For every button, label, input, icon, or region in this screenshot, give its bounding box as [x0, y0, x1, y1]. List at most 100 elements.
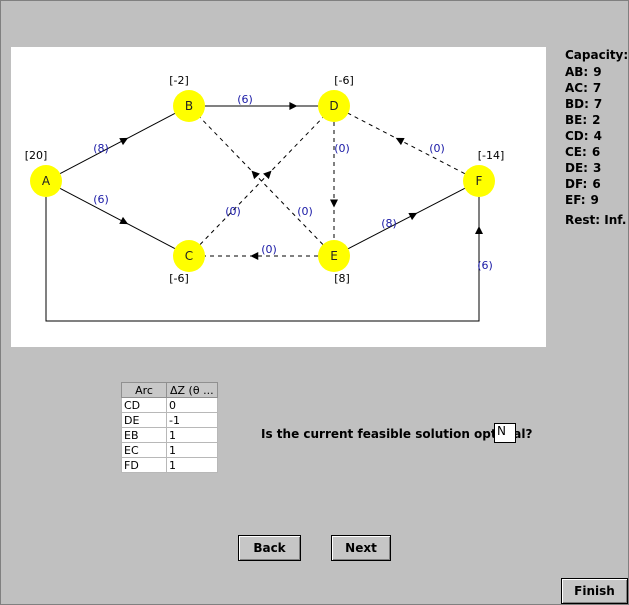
edge-arrow-d-e: [330, 199, 338, 208]
node-supply-f: [-14]: [478, 149, 505, 162]
edge-flow-label-b-d: (6): [237, 93, 253, 106]
edge-arrow-e-f: [408, 212, 418, 221]
next-button[interactable]: Next: [331, 535, 391, 561]
capacity-arc-label: CD:: [565, 129, 589, 143]
delta-z-cell: -1: [166, 412, 218, 428]
node-c[interactable]: [173, 240, 205, 272]
node-f[interactable]: [463, 165, 495, 197]
edge-flow-label-a-b: (8): [93, 142, 109, 155]
node-e[interactable]: [318, 240, 350, 272]
arc-cell: DE: [121, 412, 167, 428]
edge-arrow-f-d: [395, 137, 405, 146]
capacity-arc-label: BE:: [565, 113, 588, 127]
edge-flow-label-d-e: (0): [334, 142, 350, 155]
network-graph-panel: (8)(6)(6)(0)(0)(0)(0)(8)(0)(6)A[20]B[-2]…: [11, 47, 546, 347]
column-header-delta-z[interactable]: ΔZ (θ ...: [166, 382, 218, 398]
capacity-rest: Rest: Inf.: [565, 212, 628, 228]
capacity-value: 2: [592, 113, 601, 127]
node-b[interactable]: [173, 90, 205, 122]
edge-flow-label-e-c: (0): [261, 243, 277, 256]
delta-z-cell: 1: [166, 427, 218, 443]
edge-f-d: [347, 112, 466, 175]
capacity-row-ce: CE: 6: [565, 144, 628, 160]
edge-arrow-a-f: [475, 226, 483, 234]
capacity-row-ac: AC:7: [565, 80, 628, 96]
node-a[interactable]: [30, 165, 62, 197]
node-supply-e: [8]: [334, 272, 350, 285]
back-button[interactable]: Back: [238, 535, 301, 561]
edge-e-f: [347, 187, 466, 250]
node-d[interactable]: [318, 90, 350, 122]
optimality-question: Is the current feasible solution optimal…: [261, 427, 533, 441]
node-label-f: F: [476, 174, 483, 188]
edge-flow-label-a-c: (6): [93, 193, 109, 206]
capacity-value: 9: [590, 193, 599, 207]
delta-z-cell: 1: [166, 457, 218, 473]
capacity-value: 7: [593, 97, 603, 111]
capacity-value: 9: [593, 65, 602, 79]
capacity-row-bd: BD: 7: [565, 96, 628, 112]
capacity-arc-label: DE:: [565, 161, 588, 175]
table-row[interactable]: DE-1: [121, 412, 218, 428]
edge-a-b: [59, 112, 176, 175]
edge-a-f: [45, 197, 480, 322]
capacity-arc-label: EF:: [565, 193, 586, 207]
capacity-arc-label: CE:: [565, 145, 587, 159]
capacity-row-df: DF: 6: [565, 176, 628, 192]
finish-button[interactable]: Finish: [561, 578, 628, 604]
capacity-arc-label: DF:: [565, 177, 588, 191]
capacity-row-de: DE: 3: [565, 160, 628, 176]
table-header-row: Arc ΔZ (θ ...: [121, 382, 218, 398]
edge-flow-label-c-d: (0): [225, 205, 241, 218]
capacity-row-be: BE: 2: [565, 112, 628, 128]
capacity-value: 3: [592, 161, 602, 175]
edge-arrow-e-b: [251, 170, 260, 180]
capacity-row-cd: CD: 4: [565, 128, 628, 144]
optimality-answer-field[interactable]: N: [494, 423, 516, 443]
edge-arrow-c-d: [263, 170, 272, 180]
node-label-d: D: [329, 99, 338, 113]
capacity-arc-label: BD:: [565, 97, 589, 111]
edge-flow-label-e-b: (0): [297, 205, 313, 218]
node-supply-d: [-6]: [334, 74, 354, 87]
capacity-rest-label: Rest:: [565, 213, 601, 227]
capacity-arc-label: AB:: [565, 65, 589, 79]
node-label-a: A: [42, 174, 51, 188]
capacity-row-ab: AB: 9: [565, 64, 628, 80]
node-supply-b: [-2]: [169, 74, 189, 87]
edge-c-d: [199, 117, 324, 245]
arc-cell: EB: [121, 427, 167, 443]
capacity-row-ef: EF: 9: [565, 192, 628, 208]
edge-arrow-a-c: [119, 216, 129, 225]
capacity-title: Capacity:: [565, 48, 629, 62]
edge-flow-label-e-f: (8): [381, 217, 397, 230]
edge-arrow-b-d: [289, 102, 298, 110]
network-graph: (8)(6)(6)(0)(0)(0)(0)(8)(0)(6)A[20]B[-2]…: [25, 74, 505, 322]
column-header-arc[interactable]: Arc: [121, 382, 167, 398]
edge-arrow-a-b: [119, 137, 129, 146]
node-label-e: E: [330, 249, 338, 263]
capacity-arc-label: AC:: [565, 81, 588, 95]
arc-cell: CD: [121, 397, 167, 413]
capacity-rest-value: Inf.: [604, 213, 627, 227]
edge-flow-label-f-d: (0): [429, 142, 445, 155]
node-label-b: B: [185, 99, 193, 113]
node-supply-a: [20]: [25, 149, 48, 162]
node-supply-c: [-6]: [169, 272, 189, 285]
capacity-value: 6: [592, 177, 601, 191]
arc-cell: FD: [121, 457, 167, 473]
edge-a-c: [59, 187, 176, 250]
capacity-value: 6: [591, 145, 601, 159]
delta-z-cell: 0: [166, 397, 218, 413]
capacity-value: 4: [593, 129, 602, 143]
edge-arrow-e-c: [250, 252, 259, 260]
arc-cell: EC: [121, 442, 167, 458]
